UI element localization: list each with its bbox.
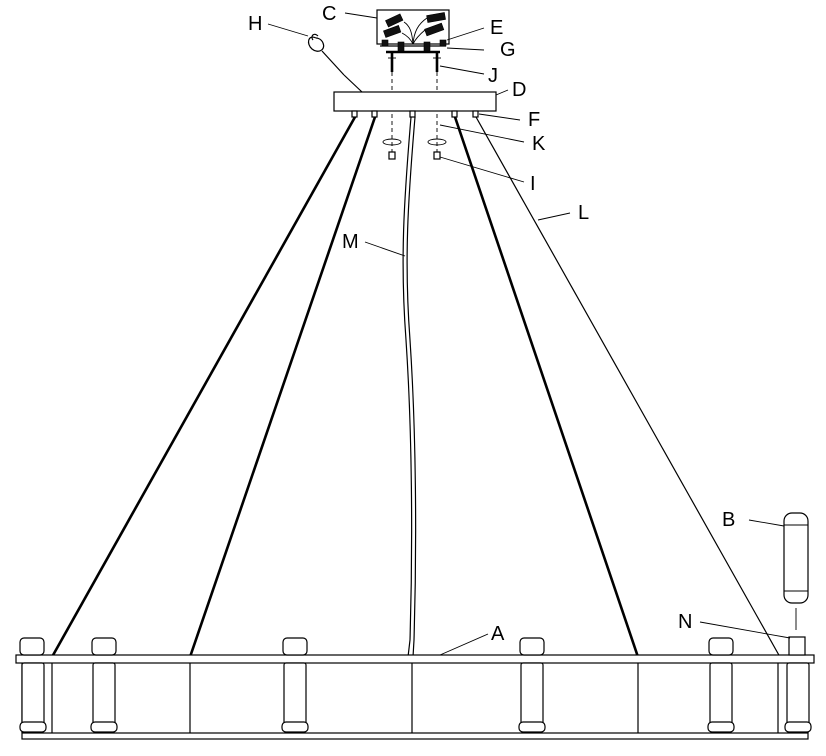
candle-socket	[281, 637, 309, 733]
candle-socket	[707, 637, 735, 733]
label-e: E	[490, 17, 503, 39]
candle-socket	[518, 637, 546, 733]
label-k: K	[532, 133, 546, 155]
label-l: L	[578, 202, 589, 224]
label-g: G	[500, 39, 516, 61]
candle-socket	[19, 637, 47, 733]
label-c: C	[322, 3, 336, 25]
candle-bulb	[783, 512, 809, 630]
leader-lines	[267, 12, 791, 656]
bulb-socket	[788, 636, 806, 656]
label-d: D	[512, 79, 526, 101]
candle-socket	[784, 662, 812, 733]
label-m: M	[342, 231, 359, 253]
label-h: H	[248, 13, 262, 35]
lower-ring-frame	[15, 654, 815, 740]
canopy-plate	[333, 91, 497, 118]
label-f: F	[528, 109, 540, 131]
mounting-bracket-and-screws	[380, 39, 447, 72]
hook-and-safety-cable	[307, 33, 363, 93]
junction-box-with-wire-connectors	[376, 9, 450, 45]
label-i: I	[530, 173, 536, 195]
power-cord	[402, 116, 417, 658]
candle-socket	[90, 637, 118, 733]
candle-sockets	[19, 637, 812, 733]
suspension-rods	[50, 116, 781, 658]
label-b: B	[722, 509, 735, 531]
label-n: N	[678, 611, 692, 633]
part-labels: H C E G J D F K I L M B N A	[248, 3, 735, 645]
label-a: A	[491, 623, 505, 645]
washers-and-nuts	[382, 138, 447, 160]
label-j: J	[488, 65, 498, 87]
